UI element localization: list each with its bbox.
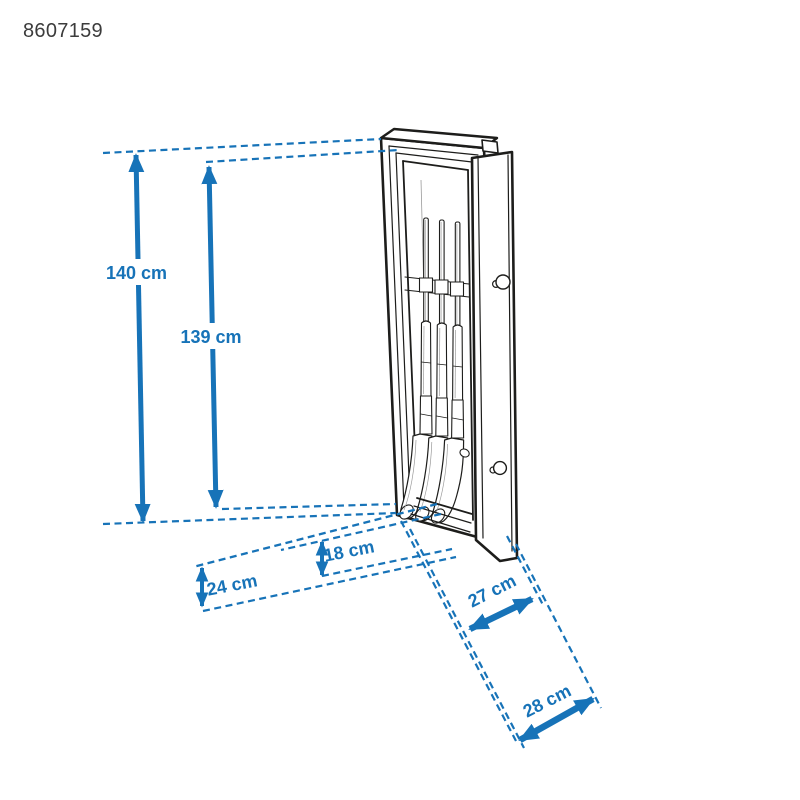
dimension-label-height-inner: 139 cm <box>180 327 241 347</box>
safe-door <box>470 139 519 563</box>
dimension-depth-inner: 18 cm <box>315 536 376 577</box>
dimension-label-height-outer: 140 cm <box>106 263 167 283</box>
dimension-width-outer: 28 cm <box>518 681 595 743</box>
safe-illustration <box>379 127 519 563</box>
rifle <box>399 217 439 520</box>
dimension-label-width-inner: 27 cm <box>465 571 520 612</box>
dimension-width-inner: 27 cm <box>465 571 534 632</box>
door-lock-bolt <box>492 274 511 290</box>
dimension-height-inner: 139 cm <box>178 165 245 509</box>
door-lock-bolt <box>489 460 508 476</box>
product-code: 8607159 <box>23 20 103 42</box>
opening-sill <box>410 497 473 533</box>
rifle <box>430 221 470 524</box>
dimension-label-depth-inner: 18 cm <box>322 536 376 565</box>
label-backdrop <box>178 323 245 349</box>
barrel-clips <box>418 277 465 297</box>
door-hinge <box>481 139 499 154</box>
safe-top-face <box>379 127 499 150</box>
dashed-extension-lines <box>102 137 602 749</box>
label-backdrop <box>103 259 170 285</box>
dimension-label-depth-outer: 24 cm <box>205 570 259 599</box>
dimension-height-outer: 140 cm <box>103 153 170 523</box>
